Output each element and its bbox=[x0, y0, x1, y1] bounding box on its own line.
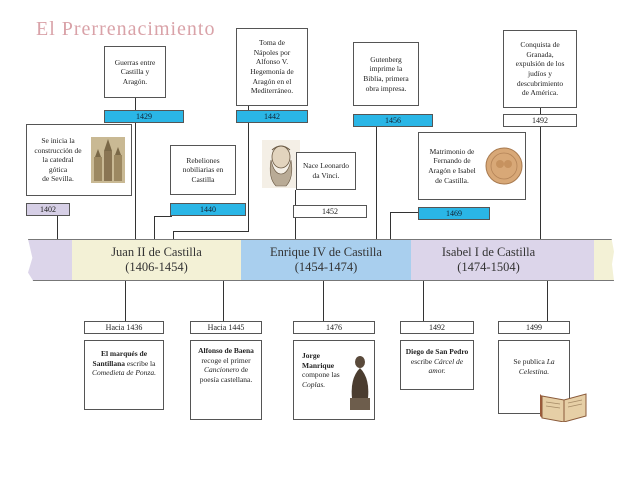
event-line: Nápoles por bbox=[253, 47, 291, 57]
page-title: El Prerrenacimiento bbox=[36, 18, 216, 40]
event-author: Jorge Manrique bbox=[302, 351, 335, 370]
event-hacia-1436-box: El marqués de Santillana escribe la Come… bbox=[84, 340, 164, 410]
event-text: compone las bbox=[302, 370, 340, 380]
event-line: construcción de bbox=[34, 145, 82, 155]
event-work-title: Cancionero bbox=[203, 365, 241, 375]
year-badge-1402: 1402 bbox=[26, 203, 70, 216]
event-line: Hegemonía de bbox=[250, 67, 294, 76]
year-badge-1440: 1440 bbox=[170, 203, 246, 216]
year-badge-1456: 1456 bbox=[353, 114, 433, 127]
event-1440-box: Rebeliones nobiliarias en Castilla bbox=[170, 145, 236, 195]
event-line: Conquista de bbox=[520, 40, 560, 50]
event-text: escribe bbox=[410, 356, 435, 366]
event-line: obra impresa. bbox=[365, 83, 407, 93]
era-isabel-i: Isabel I de Castilla (1474-1504) bbox=[411, 239, 566, 281]
event-work-title: Coplas. bbox=[302, 379, 326, 389]
event-line: da Vinci. bbox=[312, 171, 340, 180]
event-line: de Castilla. bbox=[435, 175, 469, 185]
year-badge-1492-bottom: 1492 bbox=[400, 321, 474, 334]
era-range: (1474-1504) bbox=[457, 260, 520, 274]
event-line: Matrimonio de bbox=[429, 146, 475, 156]
event-work-title: Comedieta de Ponza. bbox=[92, 368, 156, 378]
era-name: Juan II de Castilla bbox=[111, 245, 202, 259]
era-name: Enrique IV de Castilla bbox=[270, 245, 382, 259]
year-badge-hacia-1436: Hacia 1436 bbox=[84, 321, 164, 334]
event-line: Aragón e Isabel bbox=[428, 166, 476, 175]
era-range: (1406-1454) bbox=[125, 260, 188, 274]
year-badge-1476: 1476 bbox=[293, 321, 375, 334]
event-line: expulsión de los bbox=[515, 59, 565, 69]
event-line: de Sevilla. bbox=[42, 174, 74, 184]
event-line: Aragón en el bbox=[252, 76, 292, 86]
band-start-cap bbox=[28, 239, 72, 281]
event-author: Alfonso de Baena bbox=[198, 346, 254, 355]
event-line: Gutenberg bbox=[370, 54, 402, 64]
event-line: la catedral bbox=[42, 155, 74, 165]
event-text: Se publica bbox=[513, 357, 547, 366]
year-badge-1429: 1429 bbox=[104, 110, 184, 123]
year-badge-1442: 1442 bbox=[236, 110, 308, 123]
coin-icon bbox=[485, 147, 523, 185]
statue-icon bbox=[350, 356, 370, 410]
event-work-title: Cárcel de amor. bbox=[428, 356, 464, 376]
event-line: judíos y bbox=[528, 69, 552, 78]
event-line: Toma de bbox=[259, 38, 285, 48]
band-middle-cap bbox=[566, 239, 594, 281]
era-enrique-iv: Enrique IV de Castilla (1454-1474) bbox=[241, 239, 411, 281]
leonardo-portrait-icon bbox=[262, 140, 300, 188]
event-line: Biblia, primera bbox=[363, 74, 409, 83]
event-line: Guerras entre bbox=[114, 57, 156, 67]
era-name: Isabel I de Castilla bbox=[441, 245, 536, 259]
event-author: El marqués de Santillana bbox=[92, 349, 148, 368]
event-line: Se inicia la bbox=[41, 136, 75, 146]
event-text: escribe la bbox=[126, 358, 156, 368]
event-1452-box: Nace Leonardo da Vinci. bbox=[296, 152, 356, 190]
event-line: Granada, bbox=[526, 49, 554, 59]
event-author: Diego de San Pedro bbox=[405, 347, 469, 356]
event-text: de poesía castellana. bbox=[199, 365, 253, 384]
event-line: gótica bbox=[48, 164, 68, 174]
year-badge-1469: 1469 bbox=[418, 207, 490, 220]
event-1456-box: Gutenberg imprime la Biblia, primera obr… bbox=[353, 42, 419, 106]
era-juan-ii: Juan II de Castilla (1406-1454) bbox=[72, 239, 241, 281]
cathedral-icon bbox=[91, 137, 125, 183]
event-1492-top-box: Conquista de Granada, expulsión de los j… bbox=[503, 30, 577, 108]
event-work-title: La Celestina. bbox=[518, 357, 555, 376]
event-line: descubrimiento bbox=[516, 78, 564, 88]
event-line: Nace Leonardo bbox=[302, 161, 349, 171]
event-1492-bottom-box: Diego de San Pedro escribe Cárcel de amo… bbox=[400, 340, 474, 390]
event-line: Castilla y bbox=[120, 67, 150, 77]
event-line: Alfonso V. bbox=[255, 57, 289, 67]
year-badge-1452: 1452 bbox=[293, 205, 367, 218]
event-1402-box: Se inicia la construcción de la catedral… bbox=[26, 124, 132, 196]
event-hacia-1445-box: Alfonso de Baena recoge el primer Cancio… bbox=[190, 340, 262, 420]
event-text: recoge el primer bbox=[201, 355, 251, 365]
event-line: nobiliarias en bbox=[182, 165, 224, 175]
band-end-cap bbox=[594, 239, 614, 281]
year-badge-1492-top: 1492 bbox=[503, 114, 577, 127]
era-range: (1454-1474) bbox=[294, 260, 358, 274]
event-line: imprime la bbox=[369, 64, 403, 74]
year-badge-hacia-1445: Hacia 1445 bbox=[190, 321, 262, 334]
event-1429-box: Guerras entre Castilla y Aragón. bbox=[104, 46, 166, 98]
book-icon bbox=[540, 393, 587, 422]
year-badge-1499: 1499 bbox=[498, 321, 570, 334]
event-line: Mediterráneo. bbox=[250, 86, 294, 96]
event-line: Fernando de bbox=[433, 156, 471, 166]
event-1442-box: Toma de Nápoles por Alfonso V. Hegemonía… bbox=[236, 28, 308, 106]
event-line: Castilla bbox=[191, 174, 215, 184]
event-line: de América. bbox=[521, 88, 559, 98]
event-line: Rebeliones bbox=[186, 155, 220, 165]
event-line: Aragón. bbox=[122, 76, 148, 86]
event-1469-box: Matrimonio de Fernando de Aragón e Isabe… bbox=[418, 132, 526, 200]
